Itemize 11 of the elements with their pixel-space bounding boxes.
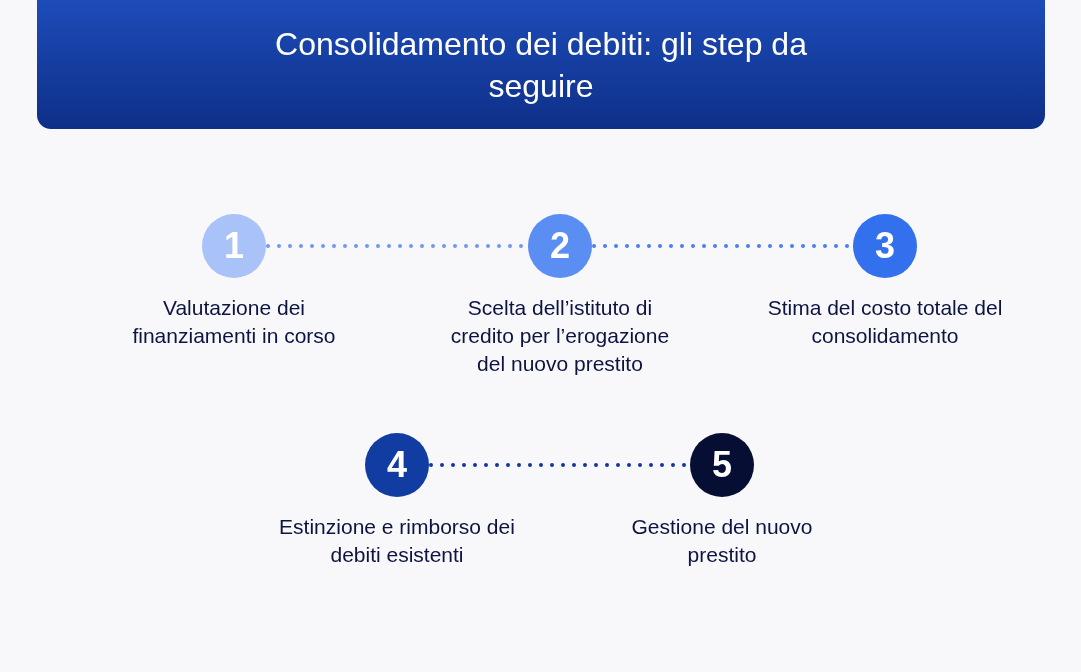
step-number: 4 — [387, 447, 407, 483]
step-description: Stima del costo totale del consolidamento — [766, 295, 1004, 349]
step-description: Estinzione e rimborso dei debiti esistenti — [278, 514, 516, 568]
step-description: Scelta dell’istituto di credito per l’erogazione del nuovo prestito — [449, 295, 671, 377]
step-description: Valutazione dei finanziamenti in corso — [131, 295, 337, 349]
step-number: 5 — [712, 447, 732, 483]
step-number: 3 — [875, 228, 895, 264]
title-text: Consolidamento dei debiti: gli step da seguire — [274, 24, 808, 106]
step-number: 2 — [550, 228, 570, 264]
step-description: Gestione del nuovo prestito — [630, 514, 814, 568]
step-number: 1 — [224, 228, 244, 264]
